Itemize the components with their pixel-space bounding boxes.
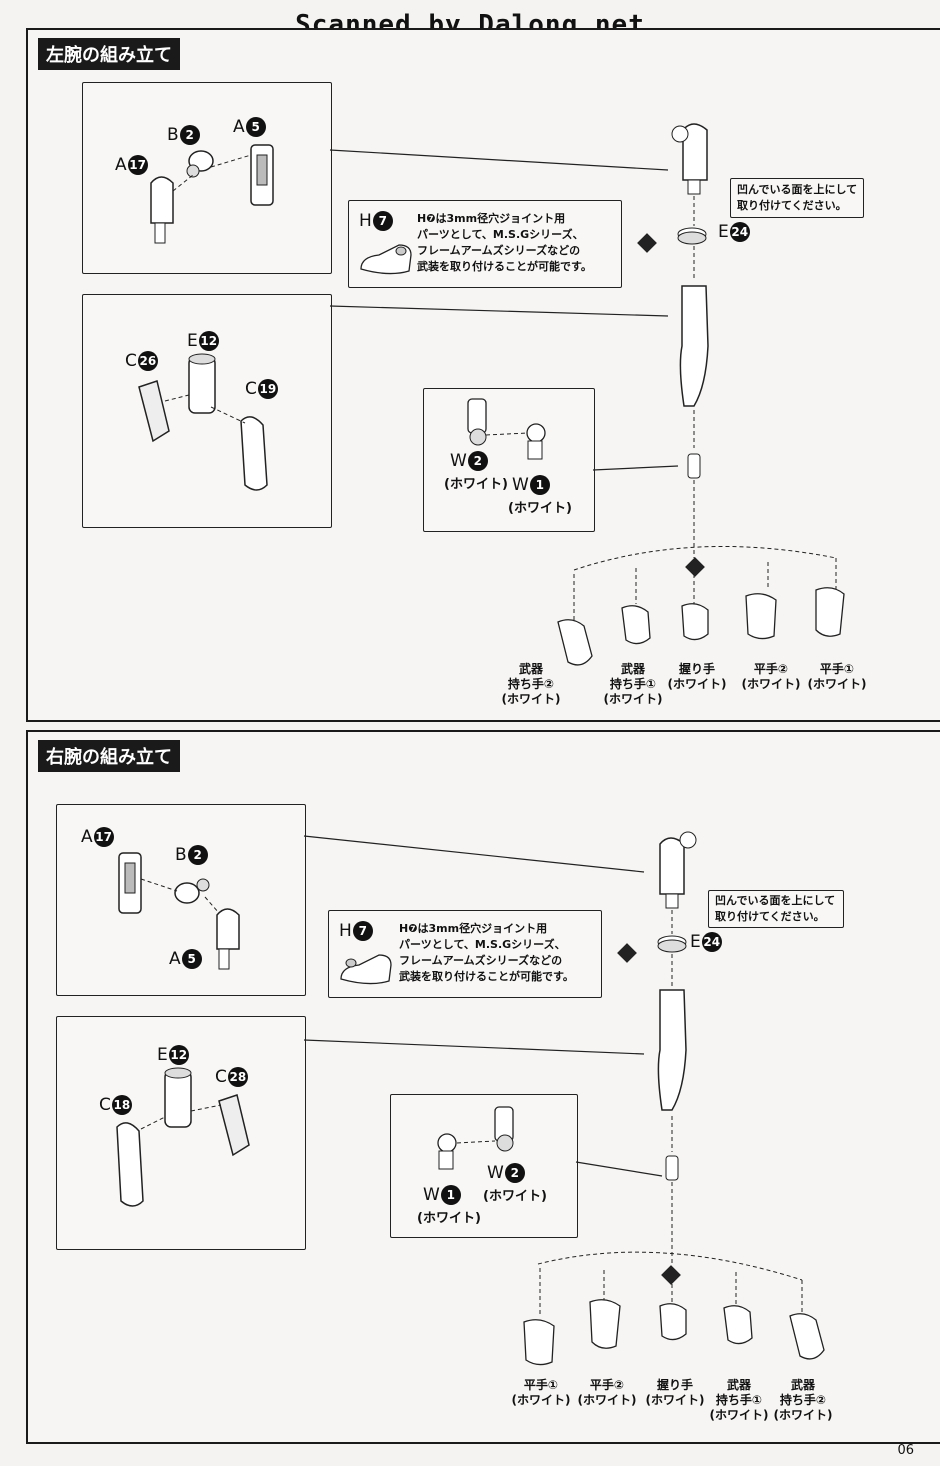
- wrist-parts-drawing: [437, 1106, 514, 1170]
- note-text: H❼は3mm径穴ジョイント用 パーツとして、M.S.Gシリーズ、 フレームアーム…: [399, 922, 574, 983]
- right-assembly-column: [303, 831, 825, 1366]
- left-assembly-column: [329, 123, 845, 666]
- hand-label: 武器持ち手②(ホワイト): [501, 662, 561, 706]
- hand-label: 武器持ち手①(ホワイト): [603, 662, 663, 706]
- color-label: (ホワイト): [508, 501, 572, 516]
- joint-part-icon: [340, 954, 392, 985]
- hand-label: 握り手(ホワイト): [645, 1378, 705, 1407]
- hand-label: 平手①(ホワイト): [807, 662, 867, 691]
- hand-label: 武器持ち手②(ホワイト): [773, 1378, 833, 1422]
- page-number: 06: [897, 1443, 914, 1458]
- left-note-e-panel: 凹んでいる面を上にして 取り付けてください。: [730, 178, 864, 218]
- color-label: (ホワイト): [417, 1211, 481, 1226]
- note-text: H❼は3mm径穴ジョイント用 パーツとして、M.S.Gシリーズ、 フレームアーム…: [417, 212, 592, 273]
- color-label: (ホワイト): [444, 477, 508, 492]
- right-note-e-panel: 凹んでいる面を上にして 取り付けてください。: [708, 890, 844, 928]
- hand-label: 平手①(ホワイト): [511, 1378, 571, 1407]
- note-text: 凹んでいる面を上にして 取り付けてください。: [715, 894, 836, 923]
- elbow-parts-drawing: [138, 353, 268, 491]
- hand-label: 平手②(ホワイト): [577, 1378, 637, 1407]
- hand-label: 握り手(ホワイト): [667, 662, 727, 691]
- shoulder-parts-drawing: [118, 852, 240, 970]
- right-arm-title: 右腕の組み立て: [38, 740, 180, 772]
- shoulder-parts-drawing: [150, 144, 274, 244]
- color-label: (ホワイト): [483, 1189, 547, 1204]
- hand-label: 武器持ち手①(ホワイト): [709, 1378, 769, 1422]
- hand-label: 平手②(ホワイト): [741, 662, 801, 691]
- note-text: 凹んでいる面を上にして 取り付けてください。: [737, 183, 858, 212]
- joint-part-icon: [360, 244, 412, 275]
- left-arm-title: 左腕の組み立て: [38, 38, 180, 70]
- wrist-parts-drawing: [467, 398, 546, 460]
- elbow-parts-drawing: [116, 1067, 250, 1207]
